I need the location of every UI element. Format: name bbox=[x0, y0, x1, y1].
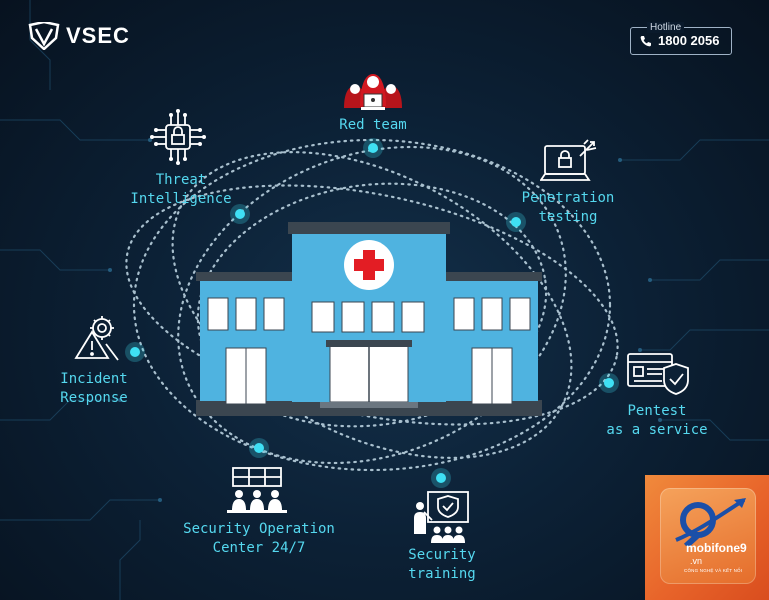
vsec-shield-icon bbox=[28, 22, 60, 50]
label-training-line2: training bbox=[408, 566, 476, 582]
pentest-as-a-service-shield-icon bbox=[627, 353, 689, 395]
partner-name: mobifone9 bbox=[686, 541, 747, 555]
label-incident-line2: Response bbox=[60, 390, 128, 406]
brand-logo[interactable]: VSEC bbox=[28, 22, 130, 50]
security-operation-center-monitors-icon bbox=[227, 467, 287, 513]
label-threat-line2: Intelligence bbox=[130, 191, 232, 207]
orbit-rings bbox=[125, 138, 619, 472]
security-training-presentation-icon bbox=[414, 491, 469, 543]
label-threat-line1: Threat bbox=[155, 172, 207, 188]
phone-icon bbox=[640, 35, 651, 46]
label-threat-intelligence: Threat Intelligence bbox=[106, 171, 256, 209]
label-incident-line1: Incident bbox=[60, 371, 128, 387]
penetration-testing-laptop-icon bbox=[540, 139, 597, 181]
label-soc-line1: Security Operation bbox=[183, 521, 335, 537]
partner-domain: .vn bbox=[690, 556, 703, 566]
label-training-line1: Security bbox=[408, 547, 476, 563]
label-pentest-line2: testing bbox=[538, 209, 598, 225]
label-security-operation-center: Security Operation Center 24/7 bbox=[159, 520, 359, 558]
label-soc-line2: Center 24/7 bbox=[212, 540, 306, 556]
partner-logo-tile: mobifone9 .vn CÔNG NGHỆ VÀ KẾT NỐI bbox=[660, 488, 756, 584]
hospital-building bbox=[196, 222, 542, 416]
label-paas-line2: as a service bbox=[606, 422, 708, 438]
partner-logo-badge[interactable]: mobifone9 .vn CÔNG NGHỆ VÀ KẾT NỐI bbox=[645, 475, 769, 600]
hotline-label: Hotline bbox=[647, 22, 685, 33]
mobifone-swoosh-icon bbox=[675, 498, 746, 546]
brand-name: VSEC bbox=[66, 23, 130, 48]
threat-intelligence-circuit-lock-icon bbox=[150, 109, 206, 165]
label-red-team: Red team bbox=[339, 117, 407, 133]
label-security-training: Security training bbox=[382, 546, 502, 584]
label-pentest-as-a-service: Pentest as a service bbox=[582, 402, 732, 440]
partner-tagline: CÔNG NGHỆ VÀ KẾT NỐI bbox=[684, 568, 743, 573]
red-team-hackers-icon bbox=[344, 74, 402, 110]
label-incident-response: Incident Response bbox=[39, 370, 149, 408]
orbit-dots bbox=[130, 143, 614, 483]
hotline-number: 1800 2056 bbox=[658, 33, 720, 48]
label-penetration-testing: Penetration testing bbox=[493, 189, 643, 227]
label-pentest-line1: Penetration bbox=[521, 190, 615, 206]
label-paas-line1: Pentest bbox=[627, 403, 687, 419]
circuit-nodes bbox=[108, 138, 662, 502]
incident-response-warning-gear-icon bbox=[74, 316, 119, 361]
hotline-row: 1800 2056 bbox=[640, 33, 719, 48]
